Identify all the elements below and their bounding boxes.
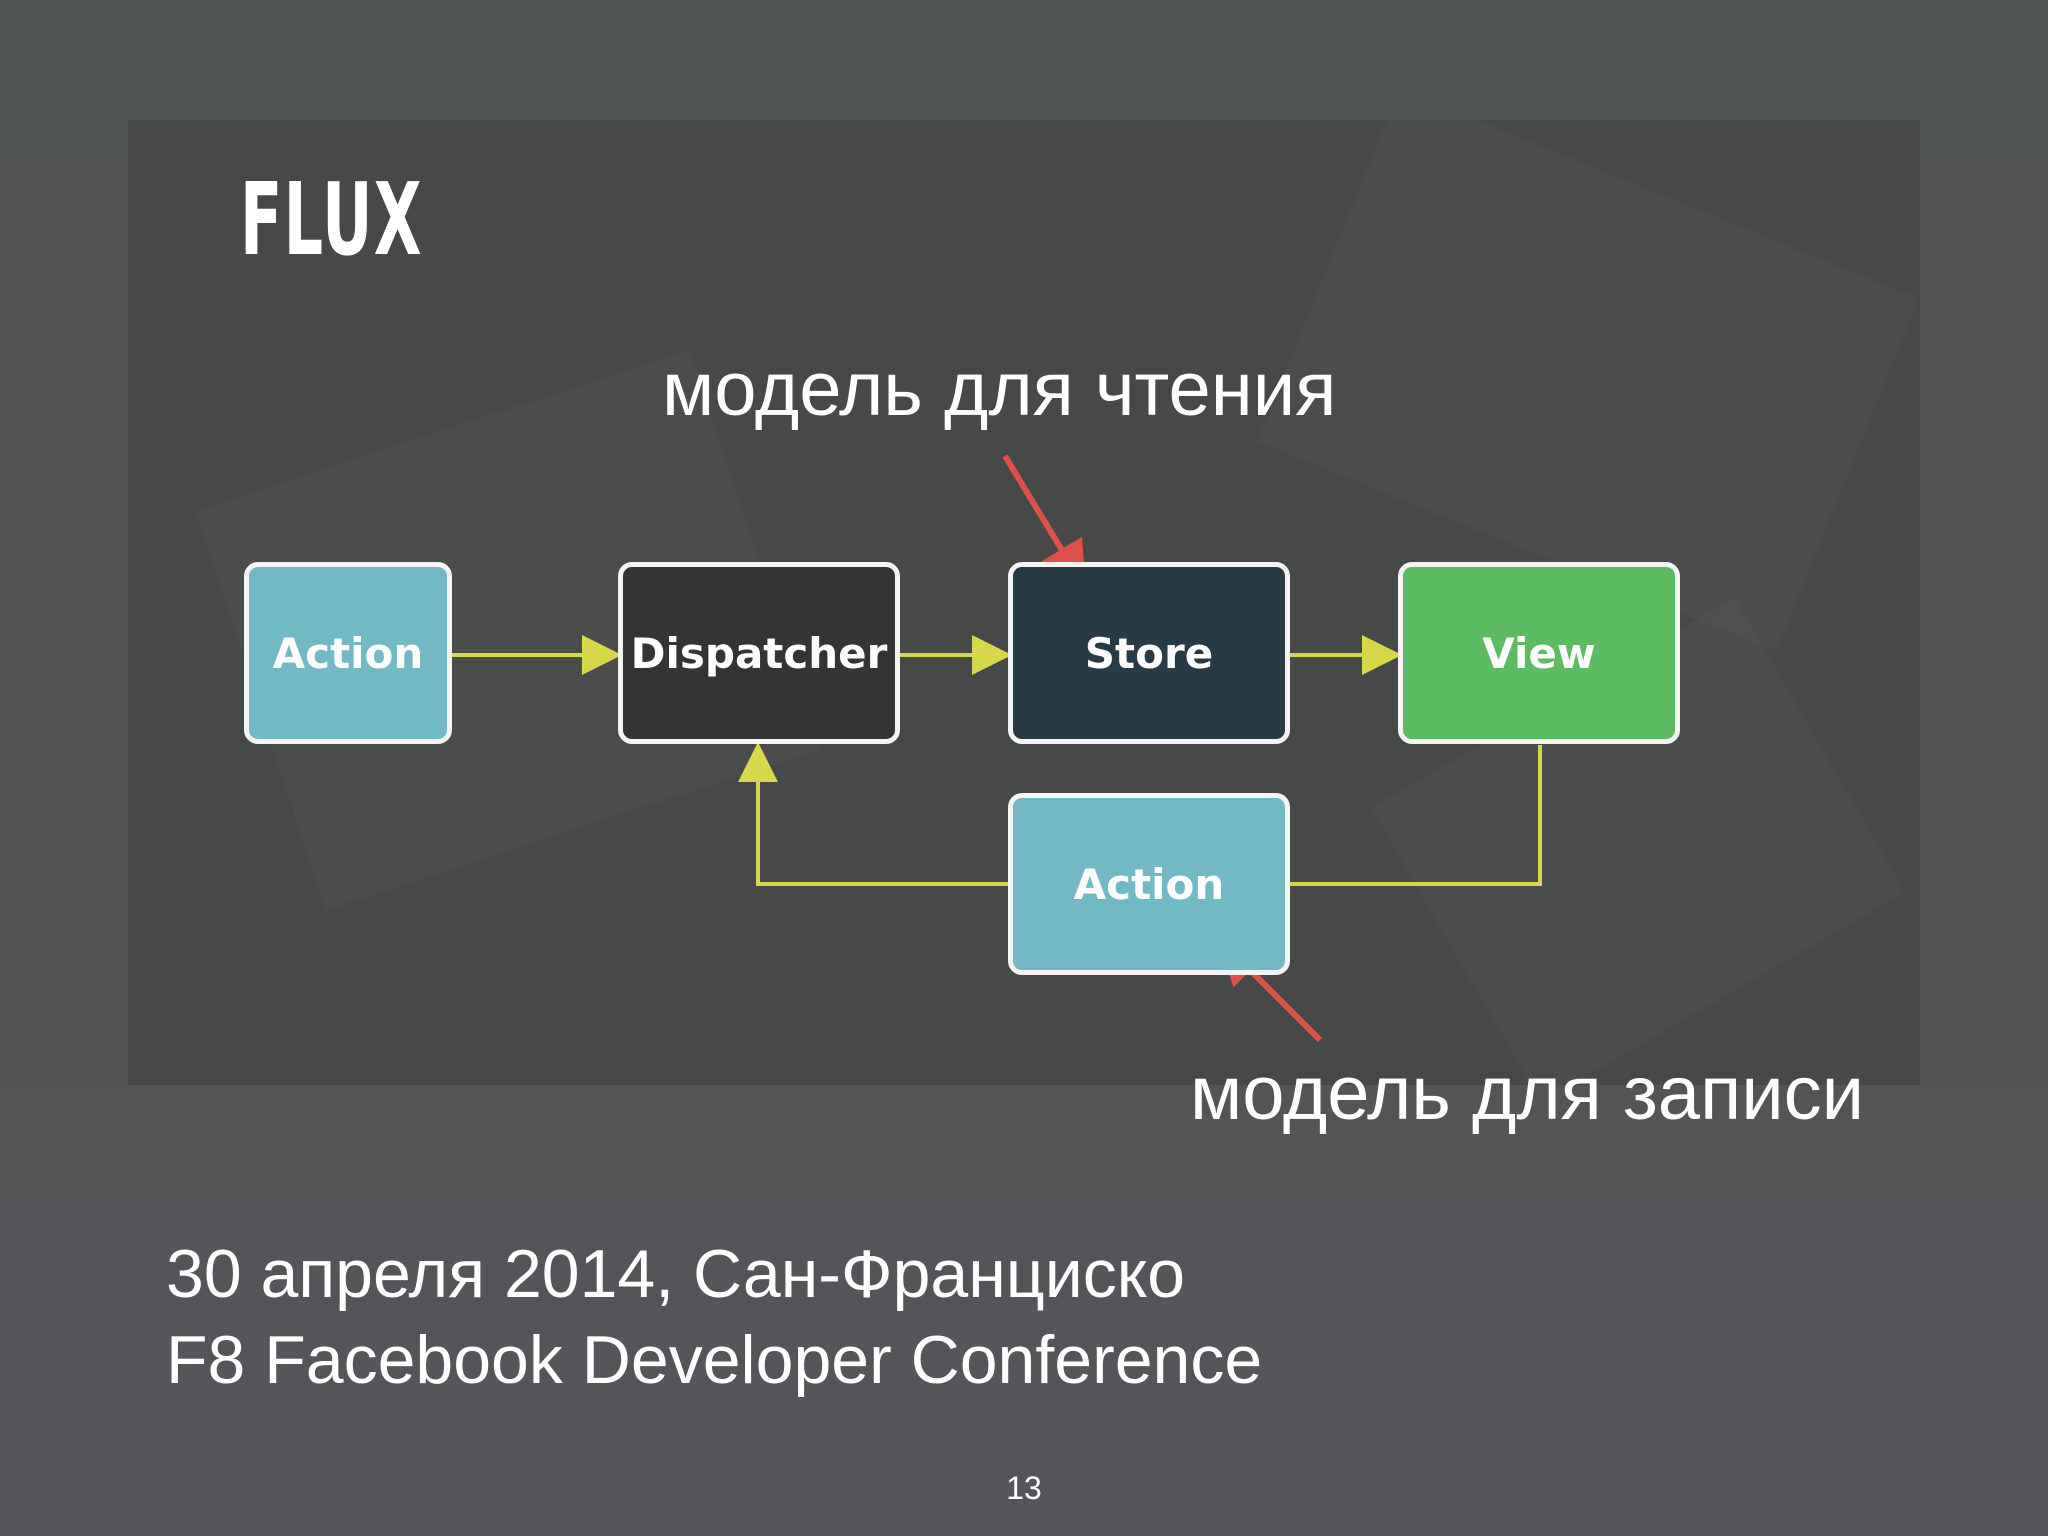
read-model-annotation: модель для чтения (662, 347, 1337, 432)
read-model-arrow-icon (1002, 454, 1087, 591)
node-dispatcher: Dispatcher (618, 562, 900, 744)
caption-date-location: 30 апреля 2014, Сан-Франциско (166, 1236, 1186, 1312)
node-view: View (1398, 562, 1680, 744)
edge-action-to-dispatcher-loop (738, 742, 1012, 886)
edge-view-to-action (1290, 745, 1542, 886)
write-model-annotation: модель для записи (1190, 1051, 1865, 1136)
caption-conference: F8 Facebook Developer Conference (166, 1322, 1263, 1398)
node-action: Action (244, 562, 452, 744)
flux-logo: FLUX (240, 161, 423, 278)
node-store: Store (1008, 562, 1290, 744)
node-action-feedback: Action (1008, 793, 1290, 975)
page-number: 13 (1006, 1470, 1042, 1506)
